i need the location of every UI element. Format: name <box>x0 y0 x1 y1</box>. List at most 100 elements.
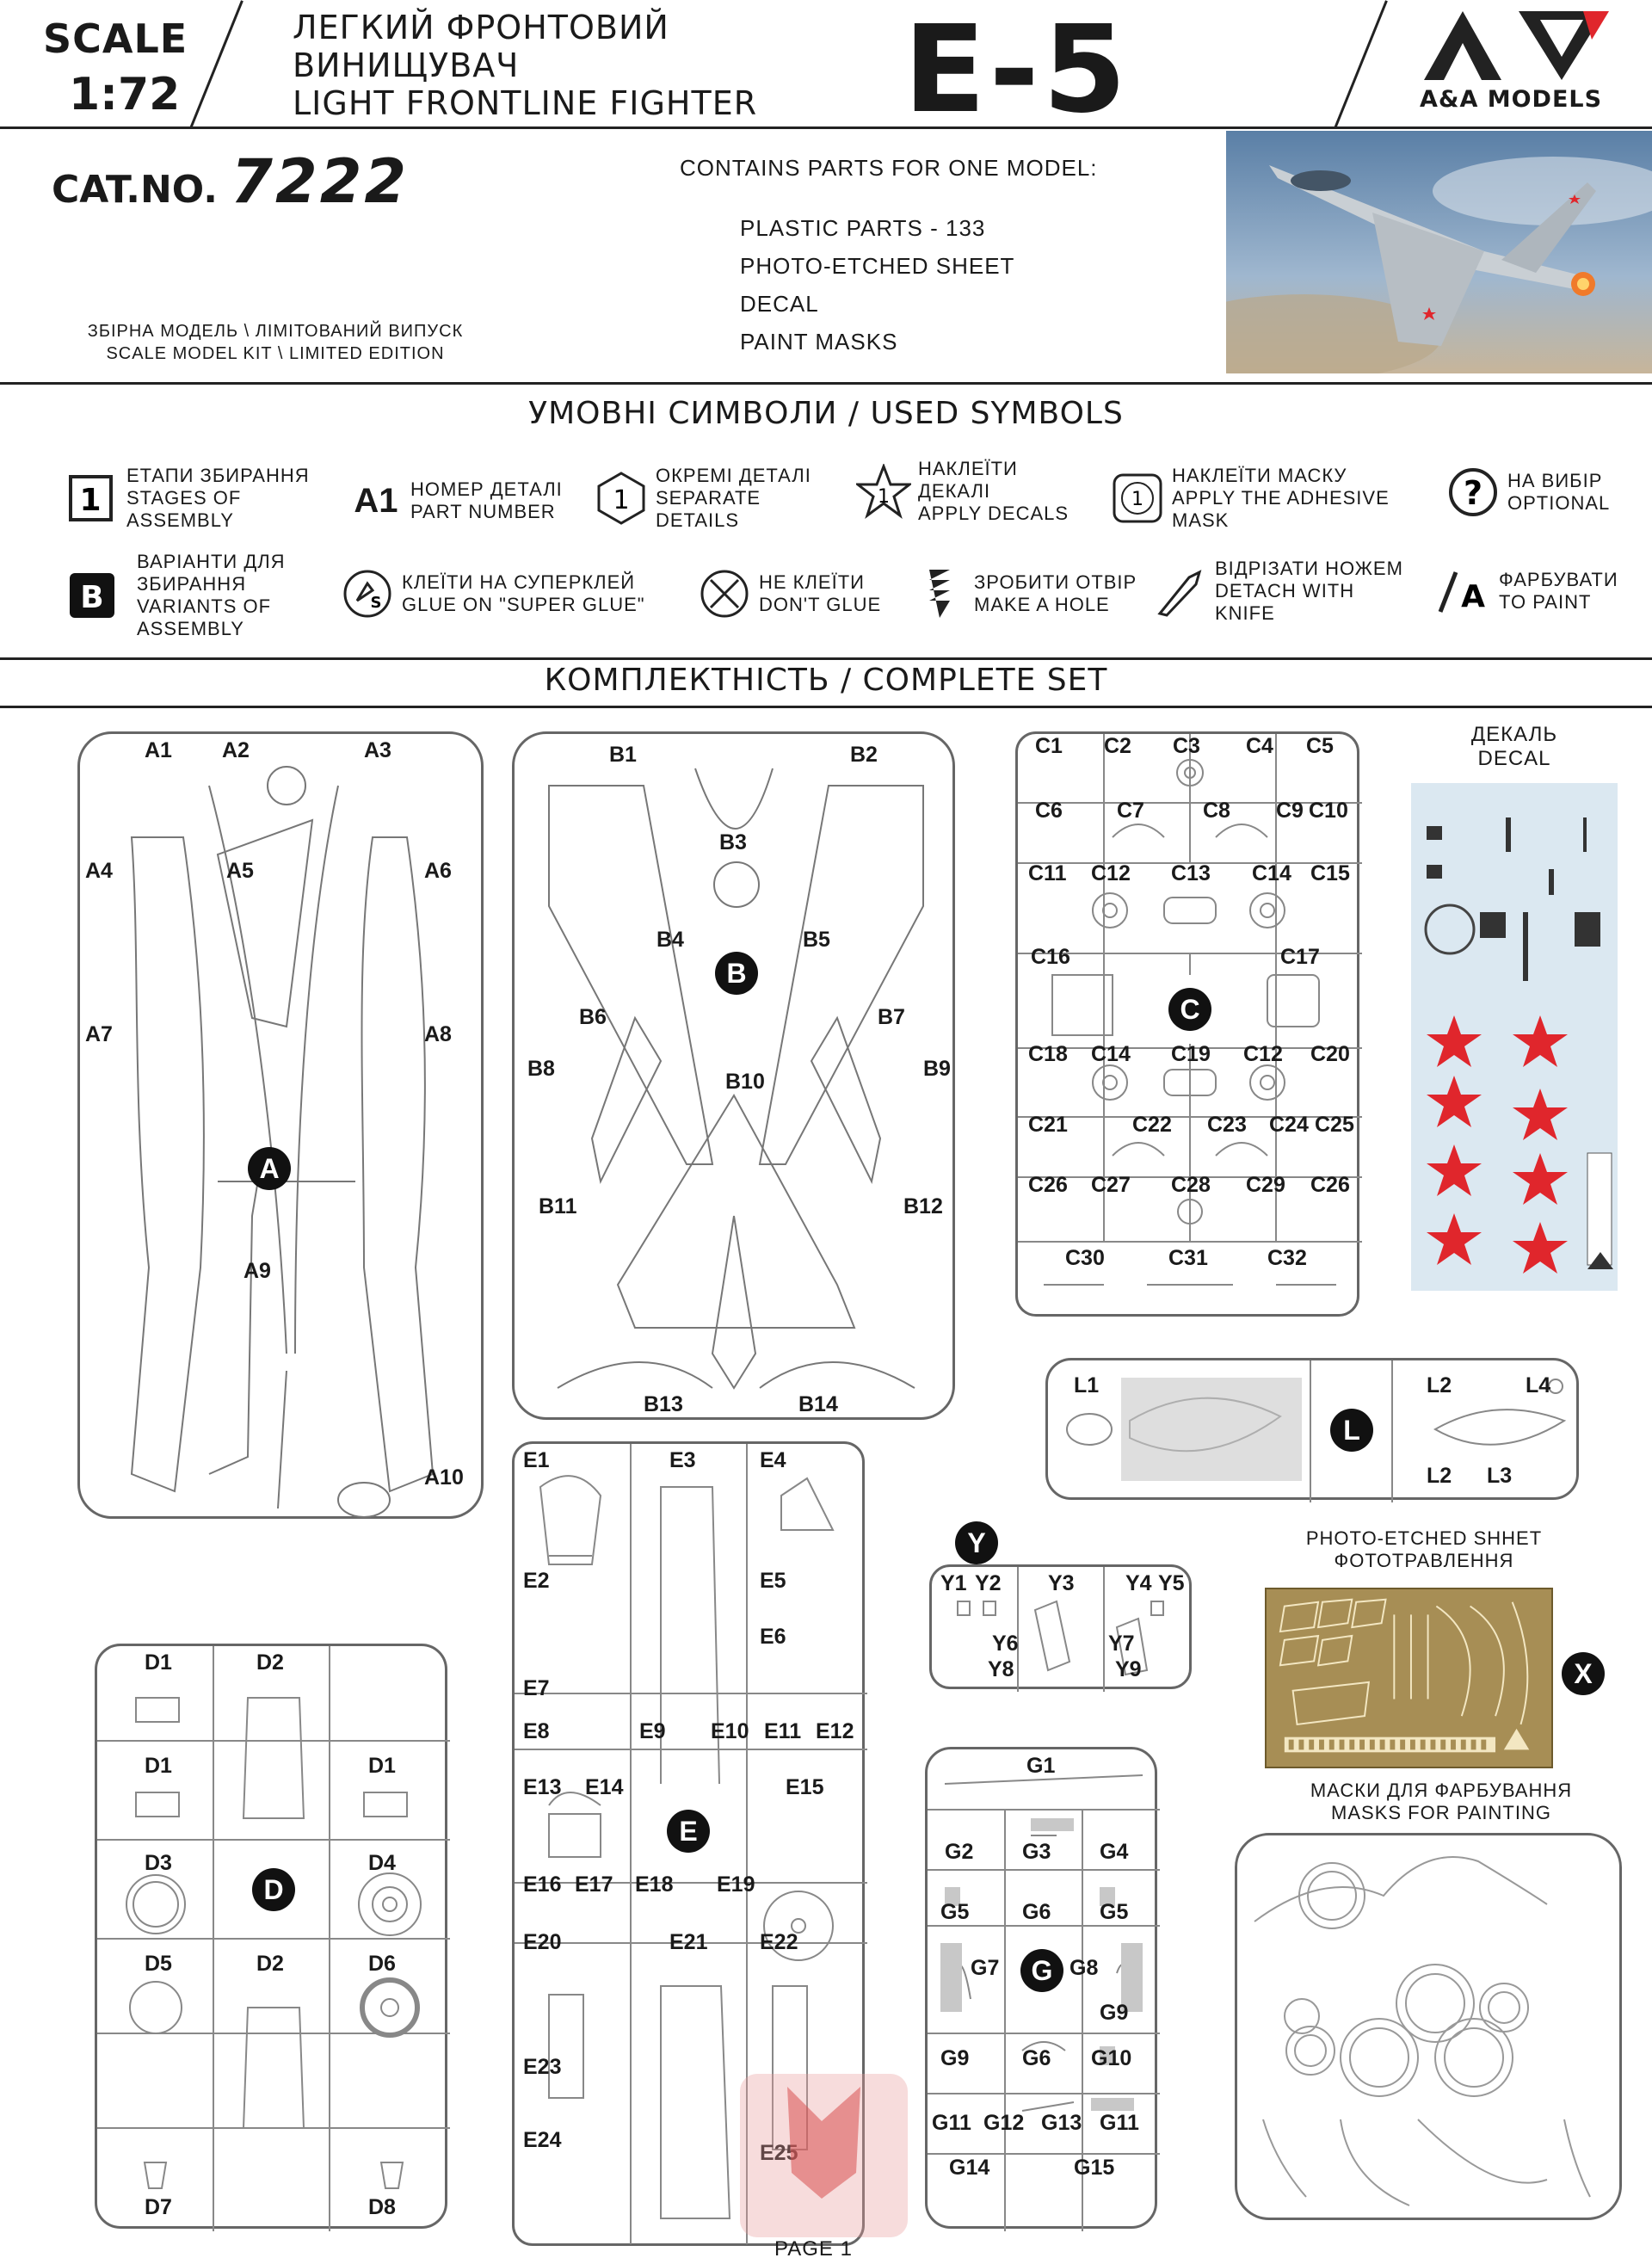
symbol-text: ЕТАПИ ЗБИРАННЯ <box>126 465 310 486</box>
svg-text:1: 1 <box>79 483 101 518</box>
symbol-text: APPLY THE ADHESIVE <box>1172 487 1390 509</box>
decal-sheet <box>1411 783 1618 1291</box>
svg-text:1: 1 <box>878 486 890 508</box>
part-label: G1 <box>1026 1754 1056 1778</box>
symbol-text: ОКРЕМІ ДЕТАЛІ <box>656 465 811 486</box>
part-label: C10 <box>1309 799 1348 823</box>
symbol-text: APPLY DECALS <box>918 503 1069 524</box>
contents-list: PLASTIC PARTS - 133 PHOTO-ETCHED SHEET D… <box>740 209 1014 361</box>
sprue-y: Y1 Y2 Y3 Y4 Y5 Y6 Y7 Y8 Y9 <box>929 1564 1192 1692</box>
part-label: G11 <box>1100 2111 1139 2135</box>
symbol-text: ЗБИРАННЯ <box>137 573 247 595</box>
photo-etch-sheet <box>1265 1588 1553 1768</box>
part-label: A7 <box>85 1022 113 1046</box>
symbol-text: DETACH WITH <box>1215 580 1355 601</box>
part-label: C14 <box>1252 861 1291 885</box>
part-label: G4 <box>1100 1840 1129 1864</box>
section-rule <box>0 657 1652 660</box>
part-label: A8 <box>424 1022 452 1046</box>
part-label: E2 <box>523 1569 550 1593</box>
part-label: Y7 <box>1108 1632 1135 1656</box>
symbol-text: НЕ КЛЕЇТИ <box>759 571 865 593</box>
part-label: L1 <box>1074 1373 1100 1397</box>
part-label: D7 <box>145 2195 172 2219</box>
svg-text:1: 1 <box>1131 489 1143 510</box>
part-label: C11 <box>1028 861 1067 885</box>
part-label: Y8 <box>988 1657 1014 1681</box>
part-number-icon: A1 <box>354 481 398 520</box>
symbol-text: ВІДРІЗАТИ НОЖЕМ <box>1215 558 1403 579</box>
svg-text:B: B <box>80 580 103 615</box>
svg-text:S: S <box>371 594 382 612</box>
part-label: E18 <box>635 1872 674 1897</box>
part-label: B13 <box>644 1392 683 1416</box>
part-label: C4 <box>1246 734 1273 758</box>
svg-text:1: 1 <box>613 485 629 515</box>
part-label: L4 <box>1526 1373 1551 1397</box>
part-label: E5 <box>760 1569 786 1593</box>
part-label: C31 <box>1168 1246 1208 1270</box>
no-glue-icon <box>697 566 752 621</box>
part-label: C29 <box>1246 1173 1285 1197</box>
kit-line-en: SCALE MODEL KIT \ LIMITED EDITION <box>106 344 445 363</box>
symbol-text: НОМЕР ДЕТАЛІ <box>410 478 563 500</box>
sprue-d-drawing <box>97 1646 450 2231</box>
super-glue-icon: S <box>340 566 395 621</box>
part-label: C13 <box>1171 861 1211 885</box>
part-label: C16 <box>1031 945 1070 969</box>
part-label: C1 <box>1035 734 1063 758</box>
part-label: A3 <box>364 738 391 762</box>
symbol-text: PART NUMBER <box>410 501 556 522</box>
symbol-text: ASSEMBLY <box>126 509 234 531</box>
part-label: B12 <box>903 1194 943 1218</box>
sprue-c: C1 C2 C3 C4 C5 C6 C7 C8 C9 C10 C11 C12 C… <box>1015 731 1362 1317</box>
sprue-marker: G <box>1020 1949 1063 1992</box>
part-label: C5 <box>1306 734 1334 758</box>
part-label: C17 <box>1280 945 1320 969</box>
sprue-marker: E <box>667 1810 710 1853</box>
symbol-text: КЛЕЇТИ НА СУПЕРКЛЕЙ <box>402 571 636 593</box>
part-label: C30 <box>1065 1246 1105 1270</box>
part-label: C6 <box>1035 799 1063 823</box>
part-label: D6 <box>368 1952 396 1976</box>
part-label: Y1 <box>940 1571 967 1595</box>
part-label: D1 <box>145 1754 172 1778</box>
cat-number: 7222 <box>231 146 410 217</box>
part-label: C15 <box>1310 861 1350 885</box>
header-divider <box>1334 0 1388 129</box>
sprue-marker: C <box>1168 988 1211 1031</box>
contents-item: PAINT MASKS <box>740 329 898 355</box>
scale-value: 1:72 <box>69 69 181 120</box>
symbol-text: GLUE ON "SUPER GLUE" <box>402 594 645 615</box>
part-label: G11 <box>932 2111 971 2135</box>
sprue-b: B1 B2 B3 B4 B5 B6 B7 B8 B9 B10 B11 B12 B… <box>512 731 955 1420</box>
symbol-text: MASK <box>1172 509 1230 531</box>
watermark-stamp-icon <box>740 2074 908 2237</box>
part-label: E10 <box>711 1719 749 1743</box>
part-label: C27 <box>1091 1173 1131 1197</box>
header-bar: SCALE 1:72 ЛЕГКИЙ ФРОНТОВИЙ ВИНИЩУВАЧ LI… <box>0 0 1652 140</box>
part-label: A10 <box>424 1465 464 1490</box>
symbol-text: OPTIONAL <box>1507 492 1611 514</box>
part-label: B14 <box>798 1392 838 1416</box>
brand-logo-icon <box>1424 11 1609 80</box>
drill-icon <box>912 566 967 621</box>
sprue-marker: L <box>1330 1409 1373 1452</box>
part-label: B3 <box>719 830 747 854</box>
part-label: D2 <box>256 1952 284 1976</box>
part-label: A5 <box>226 859 254 883</box>
part-label: C2 <box>1104 734 1131 758</box>
part-label: A9 <box>243 1259 271 1283</box>
part-label: G6 <box>1022 2046 1051 2070</box>
symbol-text: DETAILS <box>656 509 740 531</box>
symbol-text: SEPARATE <box>656 487 761 509</box>
part-label: C19 <box>1171 1042 1211 1066</box>
part-label: G13 <box>1041 2111 1082 2135</box>
part-label: Y9 <box>1115 1657 1142 1681</box>
